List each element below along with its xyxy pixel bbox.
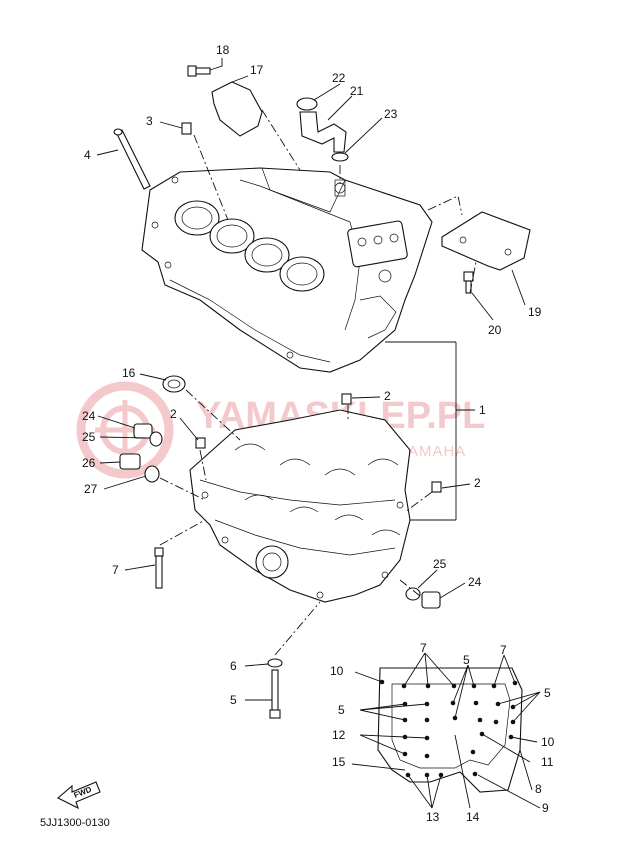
callout-6: 6 [230,659,237,673]
stud-bolt-4 [113,128,151,190]
callout-7-pattern-left: 7 [420,641,427,655]
callout-5-pattern-right: 5 [544,686,551,700]
o-ring-25-right [405,587,421,601]
washer-23 [331,152,349,162]
upper-crankcase [141,167,433,373]
leader-lines [96,58,541,809]
washer-6 [267,658,283,668]
hose-clamp-22 [296,97,318,111]
dowel-2-upper [341,393,352,405]
dowel-2-left [195,437,206,449]
lower-crankcase [189,409,411,603]
callout-7-pattern-right: 7 [500,643,507,657]
bolt-pattern-diagram [377,667,523,793]
bolt-20 [463,271,474,294]
breather-cover-17 [211,81,263,137]
callout-8: 8 [535,782,542,796]
bolt-18 [187,65,211,77]
callout-10-pattern-right: 10 [541,735,555,749]
callout-2-right: 2 [474,476,481,490]
callout-24-right: 24 [468,575,482,589]
diagram-code: 5JJ1300-0130 [40,817,110,829]
callout-16: 16 [122,366,136,380]
callout-21: 21 [350,84,364,98]
callout-25-right: 25 [433,557,447,571]
callout-19: 19 [528,305,542,319]
cover-plate-19 [441,211,531,271]
callout-25-left: 25 [82,430,96,444]
callout-3: 3 [146,114,153,128]
callout-13: 13 [426,810,440,824]
callout-23: 23 [384,107,398,121]
callout-18: 18 [216,43,230,57]
callout-2-left: 2 [170,407,177,421]
callout-11: 11 [541,755,554,769]
plug-24-right [421,591,441,609]
dowel-3 [181,122,192,135]
callout-4: 4 [84,148,91,162]
callout-17: 17 [250,63,264,77]
callout-20: 20 [488,323,502,337]
plug-24-left [133,423,153,439]
callout-15: 15 [332,755,346,769]
plug-26 [119,453,141,470]
callout-labels: 18 17 22 21 3 23 4 19 20 16 2 1 24 2 25 … [82,43,555,824]
callout-5-pattern-left: 5 [338,703,345,717]
callout-5-pattern-top: 5 [463,653,470,667]
bolt-5 [269,669,281,719]
watermark-logo-icon [76,381,174,479]
callout-9: 9 [542,801,549,815]
dowel-2-right [431,481,442,493]
callout-26: 26 [82,456,96,470]
forward-arrow-icon: FWD [57,781,101,810]
callout-24-left: 24 [82,409,96,423]
callout-22: 22 [332,71,346,85]
bolt-7-left [154,547,164,589]
o-ring-25-left [149,431,163,447]
callout-7-left: 7 [112,563,119,577]
callout-12: 12 [332,728,346,742]
callout-1: 1 [479,403,486,417]
callout-27: 27 [84,482,98,496]
callout-5-bolt: 5 [230,693,237,707]
plug-16 [162,375,186,393]
breather-hose-21 [299,111,347,153]
callout-14: 14 [466,810,480,824]
callout-2-upper: 2 [384,389,391,403]
o-ring-27 [144,465,160,483]
cylinder-bores [174,200,325,292]
callout-10-pattern-left: 10 [330,664,344,678]
